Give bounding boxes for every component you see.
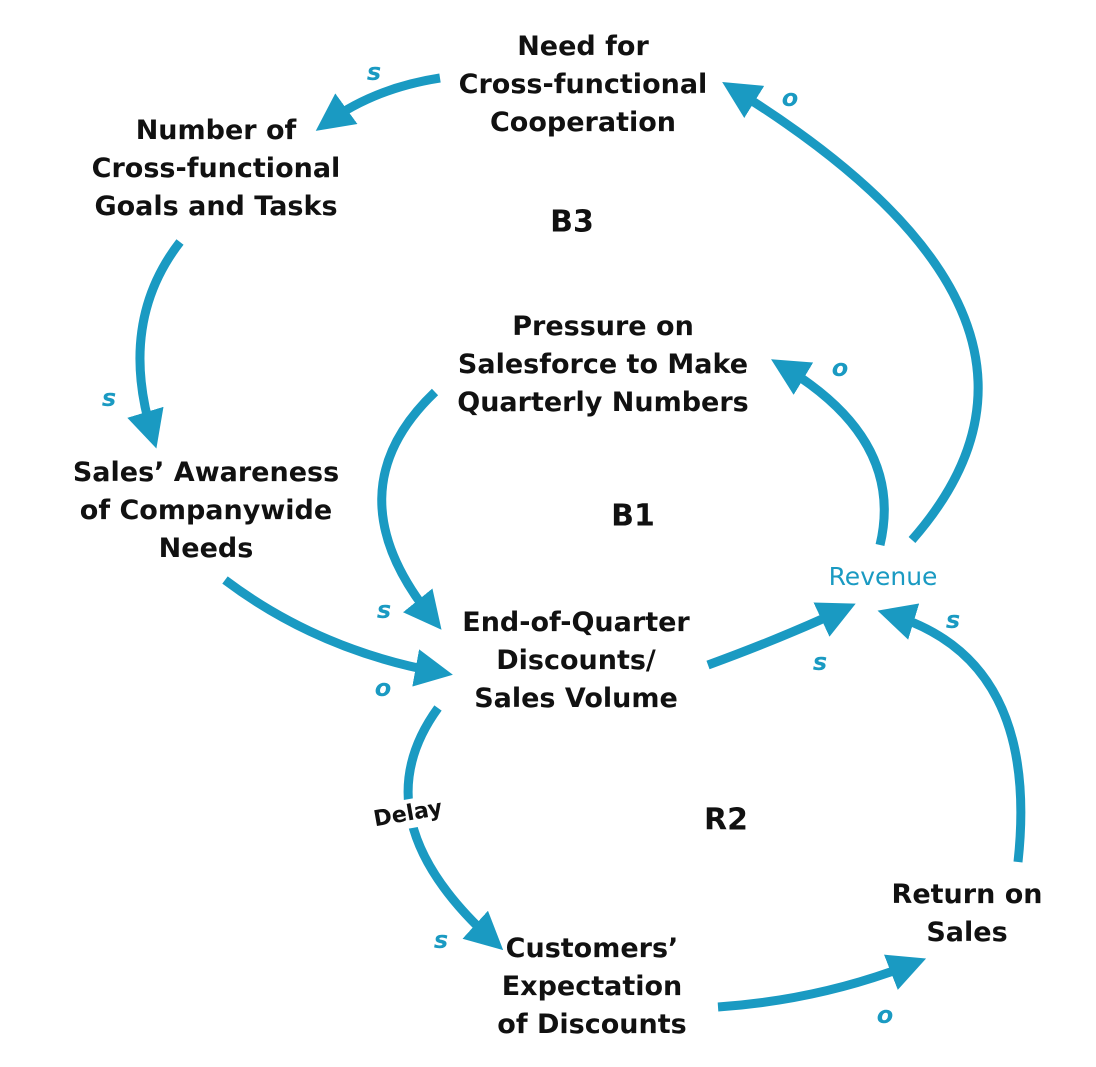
polarity-goals-to-awareness: s [101, 384, 117, 412]
node-return-on-sales: Return on Sales [892, 876, 1043, 952]
node-line: Number of [135, 115, 297, 146]
link-awareness-to-discounts [222, 576, 453, 687]
loop-label-b3: B3 [550, 204, 594, 240]
link-pressure-to-discounts [377, 388, 442, 630]
polarity-revenue-to-need: o [781, 84, 799, 112]
node-line: Sales [926, 917, 1008, 948]
node-expectation: Customers’ Expectation of Discounts [497, 930, 686, 1044]
node-line: Discounts/ [496, 645, 656, 676]
link-need-to-goals [315, 73, 441, 131]
node-revenue: Revenue [829, 558, 938, 596]
loop-label-b1: B1 [611, 498, 655, 534]
node-line: Pressure on [512, 311, 694, 342]
node-awareness: Sales’ Awareness of Companywide Needs [73, 454, 339, 568]
node-line: Sales Volume [474, 683, 678, 714]
node-line: Quarterly Numbers [457, 387, 749, 418]
node-line: Need for [517, 31, 649, 62]
polarity-discounts-to-revenue: s [812, 648, 828, 676]
node-discounts: End-of-Quarter Discounts/ Sales Volume [462, 604, 689, 718]
polarity-revenue-to-pressure: o [831, 354, 849, 382]
node-pressure: Pressure on Salesforce to Make Quarterly… [457, 308, 748, 422]
node-line: Needs [158, 533, 254, 564]
node-number-goals: Number of Cross-functional Goals and Tas… [92, 112, 341, 226]
node-line: Salesforce to Make [457, 349, 749, 380]
link-return-to-revenue [877, 603, 1026, 863]
node-line: Cross-functional [91, 153, 341, 184]
polarity-discounts-to-expectation: s [433, 926, 449, 954]
node-line: Cross-functional [458, 69, 708, 100]
node-line: End-of-Quarter [462, 607, 690, 638]
link-discounts-to-revenue [706, 602, 856, 670]
node-line: Customers’ [505, 933, 679, 964]
loop-label-r2: R2 [704, 802, 748, 838]
node-line: Goals and Tasks [94, 191, 338, 222]
polarity-expectation-to-return: o [876, 1001, 894, 1029]
polarity-need-to-goals: s [366, 58, 382, 86]
polarity-return-to-revenue: s [945, 606, 961, 634]
node-line: Cooperation [489, 107, 677, 138]
link-revenue-to-need [722, 82, 983, 543]
link-expectation-to-return [717, 954, 927, 1012]
node-line: Return on [891, 879, 1043, 910]
polarity-awareness-to-discounts: o [374, 674, 392, 702]
node-line: of Discounts [497, 1009, 687, 1040]
node-line: Expectation [501, 971, 683, 1002]
link-revenue-to-pressure [771, 359, 889, 547]
node-need-cooperation: Need for Cross-functional Cooperation [459, 28, 708, 142]
link-goals-to-awareness [127, 239, 184, 449]
node-line: Sales’ Awareness [72, 457, 340, 488]
node-line: of Companywide [79, 495, 333, 526]
node-line: Revenue [828, 562, 938, 591]
polarity-pressure-to-discounts: s [376, 596, 392, 624]
